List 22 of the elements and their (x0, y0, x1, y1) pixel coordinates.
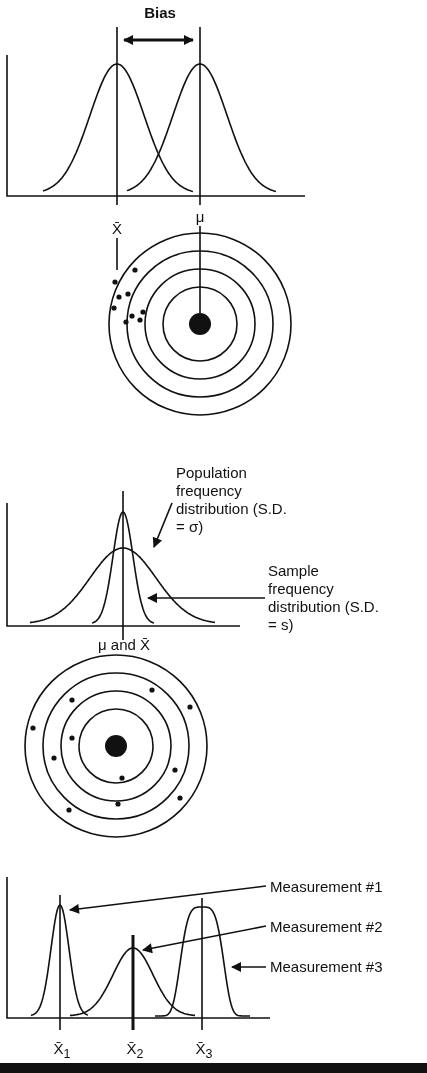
callout-text: Measurement #2 (270, 918, 420, 936)
axis-label: X̄ (112, 220, 122, 238)
distribution-curve (30, 904, 89, 1017)
axis-label: μ and X̄ (98, 636, 150, 654)
leader-arrow (142, 925, 267, 954)
distribution-curve (154, 906, 251, 1017)
distribution-curve (29, 547, 216, 624)
leader-arrow (231, 962, 267, 972)
leader-arrow (69, 885, 267, 914)
callout-text: Population frequency distribution (S.D. = σ) (176, 464, 296, 536)
distribution-curve (69, 947, 196, 1017)
axis-label: X̄$_{2}$ (126, 1040, 144, 1063)
axis-label: X̄$_{3}$ (195, 1040, 213, 1063)
leader-arrow (152, 502, 173, 548)
callout-text: Sample frequency distribution (S.D. = s) (268, 562, 388, 634)
distribution-curve (91, 511, 155, 624)
leader-arrow (147, 593, 266, 603)
callout-text: Measurement #3 (270, 958, 420, 976)
axis-label: X̄$_{1}$ (53, 1040, 71, 1063)
bias-label: Bias (144, 4, 176, 22)
axis-label: μ (195, 208, 205, 226)
callout-text: Measurement #1 (270, 878, 420, 896)
